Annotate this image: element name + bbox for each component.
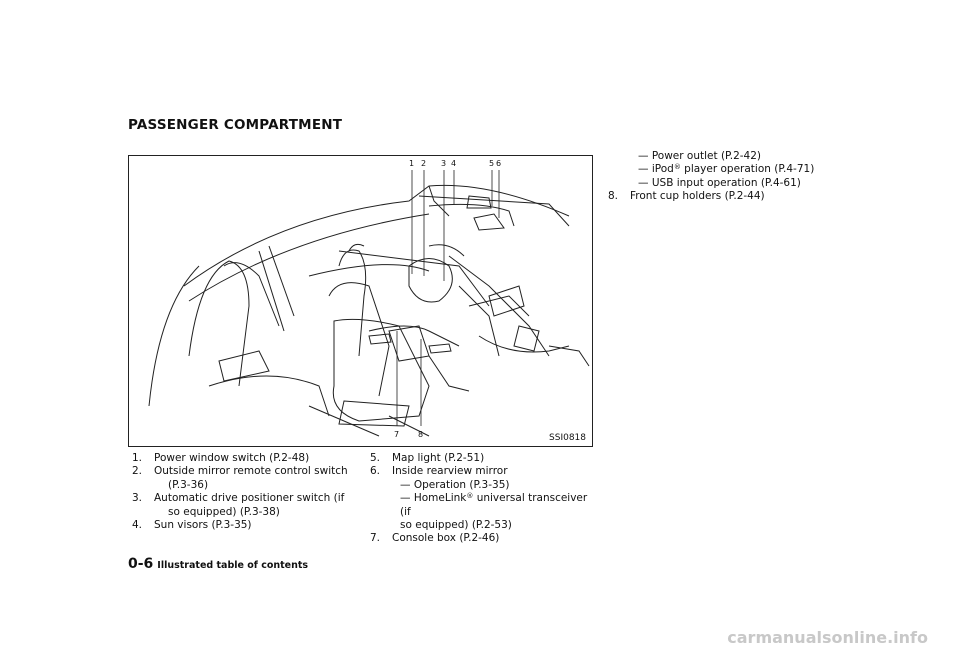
list-item: 1.Power window switch (P.2-48): [132, 452, 310, 464]
callout-4: 4: [451, 159, 457, 168]
list-column-3: — Power outlet (P.2-42) — iPod® player o…: [608, 150, 838, 204]
callout-1: 1: [409, 159, 415, 168]
list-item: 7.Console box (P.2-46): [370, 532, 500, 545]
callout-8: 8: [418, 430, 424, 439]
callout-7: 7: [394, 430, 400, 439]
list-item: 5.Map light (P.2-51): [370, 452, 485, 464]
list-item: — iPod® player operation (P.4-71): [638, 163, 815, 176]
callout-2: 2: [421, 159, 427, 168]
list-item: — Operation (P.3-35): [400, 478, 510, 491]
callout-6: 6: [496, 159, 502, 168]
list-item: — USB input operation (P.4-61): [638, 176, 801, 189]
footer-title: Illustrated table of contents: [157, 560, 309, 571]
figure-code: SSI0818: [549, 433, 586, 443]
list-column-1: 1.Power window switch (P.2-48) 2.Outside…: [132, 452, 360, 532]
list-column-2: 5.Map light (P.2-51) 6.Inside rearview m…: [370, 452, 595, 546]
list-item: — Power outlet (P.2-42): [638, 150, 762, 162]
interior-illustration: 1 2 3 4 5 6 7 8 SSI0818: [128, 155, 593, 447]
callout-3: 3: [441, 159, 447, 168]
page-number: 0-6: [128, 556, 154, 572]
watermark: carmanualsonline.info: [727, 628, 928, 647]
interior-line-drawing: [148, 170, 590, 437]
section-title: PASSENGER COMPARTMENT: [128, 117, 343, 133]
list-item: 2.Outside mirror remote control switch(P…: [132, 465, 348, 491]
list-item: 6.Inside rearview mirror: [370, 465, 508, 478]
list-item: 8.Front cup holders (P.2-44): [608, 190, 765, 203]
callout-5: 5: [489, 159, 495, 168]
list-item: 4.Sun visors (P.3-35): [132, 519, 252, 532]
